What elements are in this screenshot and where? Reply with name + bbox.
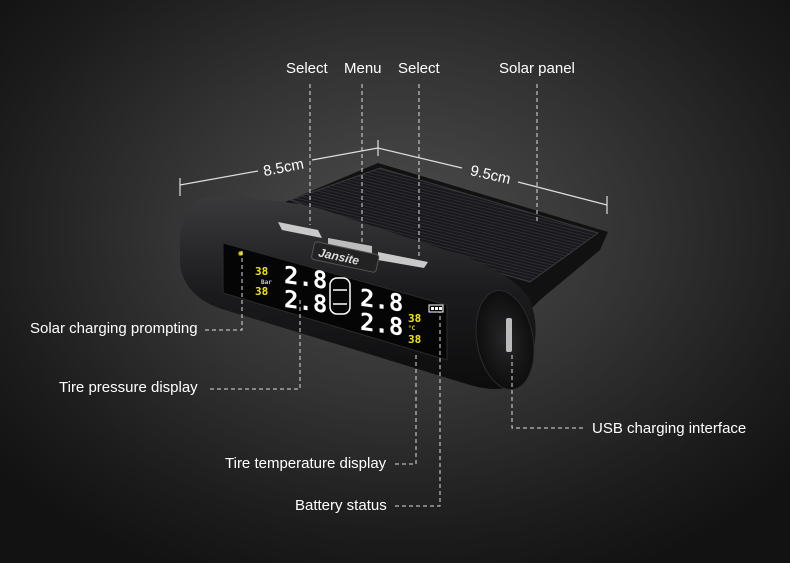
- callout-lines: [205, 84, 583, 507]
- label-tire-temperature: Tire temperature display: [225, 455, 387, 472]
- select-left-button[interactable]: [278, 222, 322, 238]
- label-usb: USB charging interface: [592, 420, 747, 437]
- lcd-temp-bottom-left: 38: [255, 285, 268, 298]
- width-dimension: 8.5cm: [262, 156, 305, 180]
- lcd-pressure-rear-right: 2.8: [360, 308, 403, 342]
- label-select-left: Select: [286, 60, 328, 77]
- lcd-temp-top-left: 38: [255, 265, 268, 278]
- label-solar-charging: Solar charging prompting: [30, 320, 198, 337]
- car-icon: [329, 277, 351, 315]
- lcd-pressure-unit: Bar: [261, 279, 272, 286]
- lcd-temp-bottom-right: 38: [408, 333, 421, 346]
- label-battery: Battery status: [295, 497, 387, 514]
- solar-charging-indicator-icon: ✺: [238, 249, 244, 259]
- lcd-pressure-front-left: 2.8: [284, 261, 327, 295]
- label-select-right: Select: [398, 60, 440, 77]
- label-tire-pressure: Tire pressure display: [59, 379, 198, 396]
- lcd-pressure-rear-left: 2.8: [284, 285, 327, 319]
- label-solar-panel: Solar panel: [499, 60, 575, 77]
- depth-dimension: 9.5cm: [469, 162, 513, 188]
- lcd-pressure-front-right: 2.8: [360, 284, 403, 318]
- usb-port[interactable]: [506, 318, 512, 352]
- battery-icon: [428, 304, 444, 313]
- lcd-temp-top-right: 38: [408, 312, 421, 325]
- end-cap: [475, 290, 535, 390]
- lcd-temp-unit: °C: [408, 325, 416, 332]
- select-right-button[interactable]: [378, 252, 428, 268]
- menu-button[interactable]: [328, 238, 372, 254]
- dimension-lines: [179, 140, 608, 214]
- label-menu: Menu: [344, 60, 382, 77]
- lcd-screen: [222, 242, 448, 361]
